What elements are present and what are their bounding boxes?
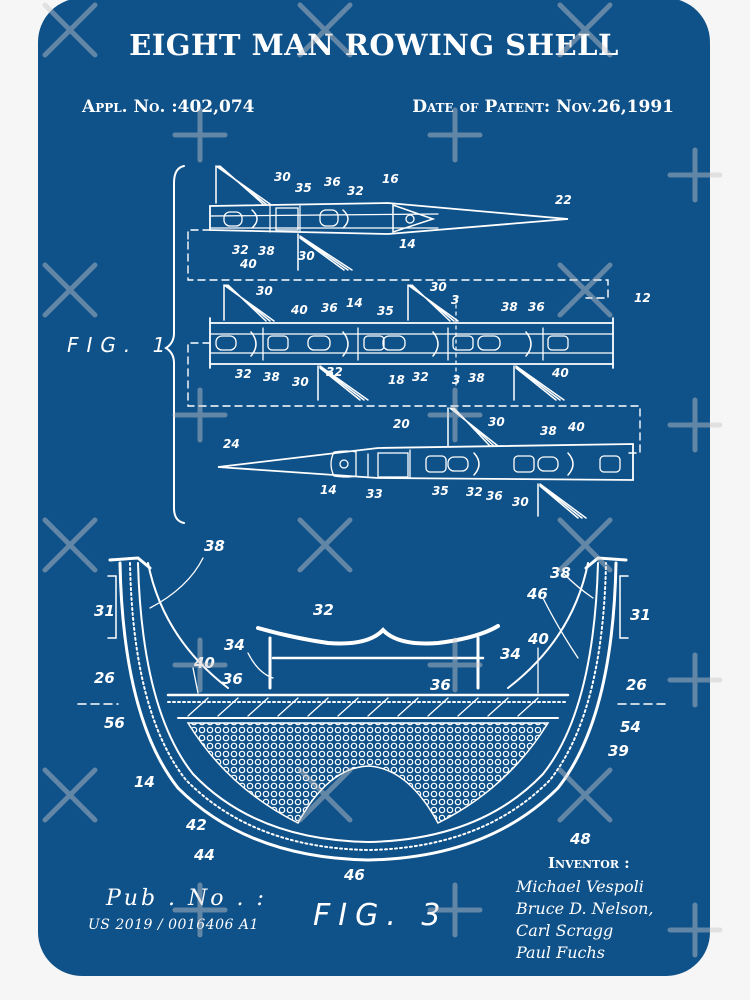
ref-label: 3 [452,373,460,387]
inventor-name: Paul Fuchs [516,943,605,962]
inventor-name: Michael Vespoli [516,877,644,896]
ref-label: 30 [256,284,273,298]
ref-label: 38 [550,564,571,582]
fig1-brace [164,165,185,524]
ref-label: 46 [526,585,548,603]
ref-label: 38 [263,370,280,384]
ref-label: 18 [388,373,405,387]
ref-label: 36 [486,489,503,503]
ref-label: 14 [134,773,155,791]
ref-label: 44 [193,846,215,864]
ref-label: 39 [608,742,629,760]
publication-label: Pub . No . : [106,886,267,911]
ref-label: 24 [223,437,240,451]
ref-label: 46 [343,866,365,884]
ref-label: 35 [432,484,449,498]
publication-number: US 2019 / 0016406 A1 [88,917,259,933]
ref-label: 32 [232,243,249,257]
ref-label: 20 [393,417,410,431]
ref-label: 30 [512,495,529,509]
ref-label: 40 [193,654,215,672]
ref-label: 14 [399,237,416,251]
ref-label: 32 [326,365,343,379]
ref-label: 34 [500,645,521,663]
ref-label: 40 [290,303,308,317]
ref-label: 38 [540,424,557,438]
fig1-label: FIG. 1 [67,333,174,357]
ref-label: 30 [298,249,315,263]
ref-label: 40 [239,257,257,271]
ref-label: 40 [527,630,549,648]
fig3-label: FIG. 3 [313,898,449,933]
ref-label: 36 [222,670,243,688]
publication-block: Pub . No . : US 2019 / 0016406 A1 [88,886,267,933]
ref-label: 42 [185,816,207,834]
ref-label: 31 [94,602,115,620]
ref-label: 16 [382,172,399,186]
fig1-middle-section [187,284,641,454]
ref-label: 22 [555,193,572,207]
patent-poster: EIGHT MAN ROWING SHELL Appl. No. :402,07… [38,0,710,976]
ref-label: 40 [567,420,585,434]
ref-label: 35 [377,304,394,318]
ref-label: 26 [94,669,115,687]
ref-label: 48 [569,830,591,848]
ref-label: 34 [224,636,245,654]
ref-label: 32 [235,367,252,381]
ref-label: 30 [274,170,291,184]
inventor-heading: Inventor : [548,854,630,872]
ref-label: 32 [347,184,364,198]
ref-label: 54 [620,718,641,736]
ref-label: 36 [528,300,545,314]
fig3-hull-cross-section [77,556,669,862]
ref-label: 30 [430,280,447,294]
ref-label: 36 [324,175,341,189]
ref-label: 32 [412,370,429,384]
fig1-stern-section [217,407,634,519]
ref-label: 36 [321,301,338,315]
ref-label: 36 [430,676,451,694]
ref-label: 40 [551,366,569,380]
ref-label: 38 [204,537,225,555]
fig1-reference-numerals: 30 35 36 32 16 22 32 40 38 14 30 30 40 3… [223,170,651,509]
ref-label: 32 [313,601,334,619]
ref-label: 56 [104,714,125,732]
patent-drawings: 30 35 36 32 16 22 32 40 38 14 30 30 40 3… [77,165,669,884]
ref-label: 3 [451,293,459,307]
inventor-name: Carl Scragg [516,921,614,940]
ref-label: 14 [320,483,337,497]
ref-label: 32 [466,485,483,499]
ref-label: 30 [292,375,309,389]
ref-label: 12 [634,291,651,305]
ref-label: 33 [366,487,383,501]
ref-label: 38 [468,371,485,385]
ref-label: 38 [258,244,275,258]
poster-title: EIGHT MAN ROWING SHELL [129,28,619,62]
ref-label: 35 [295,181,312,195]
inventor-names: Michael Vespoli Bruce D. Nelson, Carl Sc… [516,876,653,964]
ref-label: 38 [501,300,518,314]
ref-label: 14 [346,296,363,310]
inventor-name: Bruce D. Nelson, [516,899,654,918]
ref-label: 30 [488,415,505,429]
ref-label: 31 [630,606,651,624]
ref-label: 26 [626,676,647,694]
